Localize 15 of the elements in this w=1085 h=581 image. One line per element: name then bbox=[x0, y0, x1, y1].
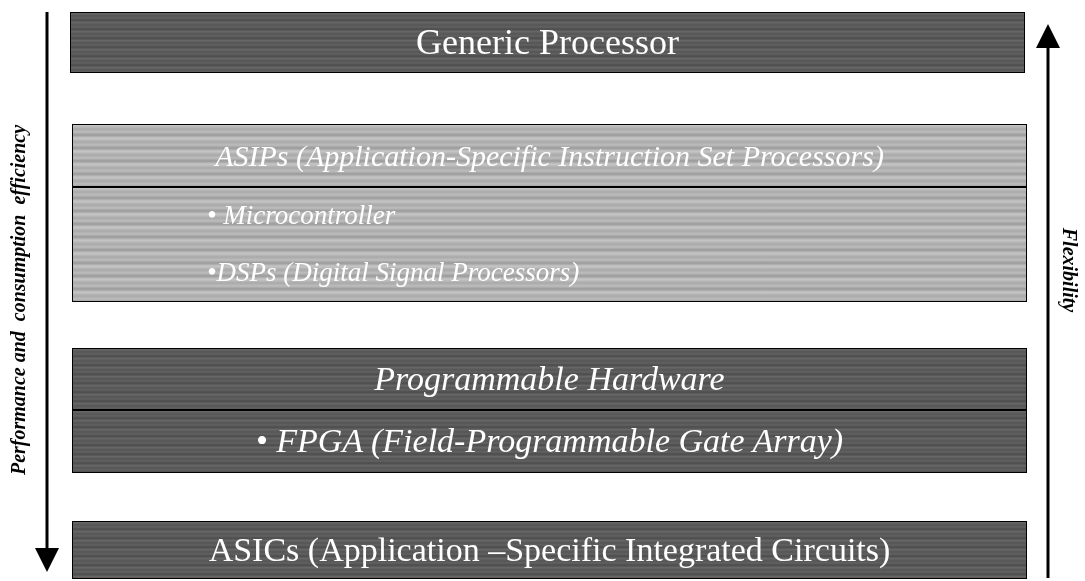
band-label: • Microcontroller bbox=[207, 199, 396, 233]
band-label: ASICs (Application –Specific Integrated Circuits) bbox=[208, 529, 891, 570]
band-label: ASIPs (Application-Specific Instruction Set Processors) bbox=[215, 137, 884, 174]
processor-band bbox=[72, 521, 1027, 579]
band-label: Programmable Hardware bbox=[374, 358, 725, 399]
processor-band bbox=[70, 12, 1025, 73]
band-label: •DSPs (Digital Signal Processors) bbox=[207, 255, 580, 289]
band-label: Generic Processor bbox=[416, 21, 679, 64]
processor-band bbox=[72, 348, 1027, 410]
axis-label: Performance and consumption efficiency bbox=[6, 124, 31, 476]
band-label: • FPGA (Field-Programmable Gate Array) bbox=[255, 421, 844, 462]
processor-band bbox=[72, 187, 1027, 302]
axis-label: Flexibility bbox=[1057, 227, 1082, 313]
processor-band bbox=[72, 410, 1027, 473]
processor-band bbox=[72, 124, 1027, 187]
